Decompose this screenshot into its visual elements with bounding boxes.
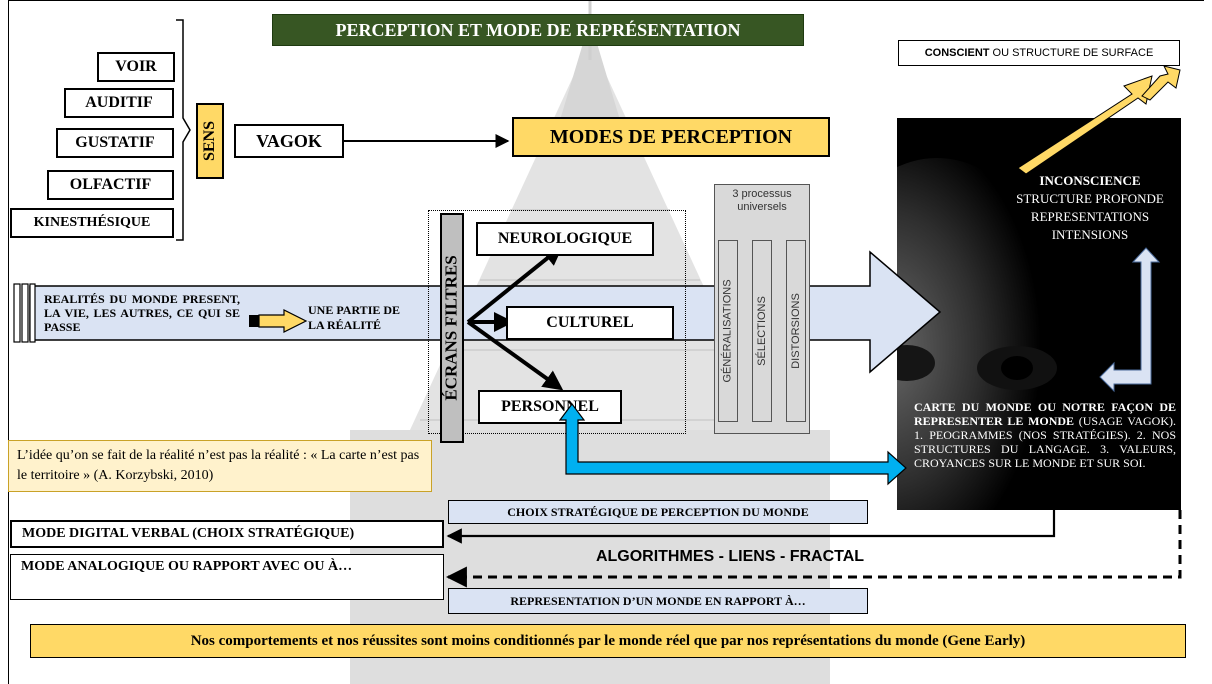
mode-analogique-box: MODE ANALOGIQUE OU RAPPORT AVEC OU À… bbox=[10, 554, 444, 600]
partie-realite-text: UNE PARTIE DE LA RÉALITÉ bbox=[308, 303, 401, 332]
carte-rest: (USAGE VAGOK). 1. PEOGRAMMES (NOS STRATÉ… bbox=[914, 414, 1176, 470]
modes-perception-box: MODES DE PERCEPTION bbox=[512, 117, 830, 157]
filter-arrows bbox=[466, 245, 564, 391]
page-title: PERCEPTION ET MODE DE REPRÉSENTATION bbox=[272, 14, 804, 46]
choix-strategique-box: CHOIX STRATÉGIQUE DE PERCEPTION DU MONDE bbox=[448, 500, 868, 524]
partie-arrow bbox=[249, 309, 308, 333]
sense-gustatif: GUSTATIF bbox=[56, 128, 174, 158]
inconscience-text: INCONSCIENCE STRUCTURE PROFONDE REPRESEN… bbox=[1000, 172, 1180, 244]
inconscience-line-2: REPRESENTATIONS bbox=[1030, 209, 1150, 224]
algorithmes-text: ALGORITHMES - LIENS - FRACTAL bbox=[595, 548, 865, 565]
sense-olfactif: OLFACTIF bbox=[47, 170, 174, 200]
slide-frame bbox=[8, 0, 1204, 684]
mode-digital-box: MODE DIGITAL VERBAL (CHOIX STRATÉGIQUE) bbox=[10, 520, 444, 548]
quote-box: L’idée qu’on se fait de la réalité n’est… bbox=[8, 440, 432, 492]
bottom-quote-banner: Nos comportements et nos réussites sont … bbox=[30, 624, 1186, 658]
inconscience-image-panel bbox=[897, 118, 1181, 510]
filter-neurologique: NEUROLOGIQUE bbox=[476, 222, 654, 256]
sense-kinesthesique: KINESTHÉSIQUE bbox=[10, 208, 174, 238]
carte-du-monde-text: CARTE DU MONDE OU NOTRE FAÇON DE REPRESE… bbox=[914, 400, 1176, 470]
ecrans-filtres-box: ÉCRANS FILTRES bbox=[440, 213, 464, 443]
filter-culturel: CULTUREL bbox=[506, 306, 674, 340]
sens-label-box: SENS bbox=[196, 103, 224, 179]
representation-box: REPRESENTATION D’UN MONDE EN RAPPORT À… bbox=[448, 588, 868, 614]
conscient-rest: OU STRUCTURE DE SURFACE bbox=[989, 47, 1154, 59]
processus-title: 3 processus universels bbox=[732, 188, 792, 213]
processus-selections-box: SÉLECTIONS bbox=[752, 240, 772, 422]
processus-distorsions-box: DISTORSIONS bbox=[786, 240, 806, 422]
senses-brace bbox=[176, 19, 191, 241]
carte-bold: CARTE DU MONDE OU NOTRE FAÇON DE REPRESE… bbox=[914, 400, 1176, 428]
processus-generalisations-box: GÉNÉRALISATIONS bbox=[718, 240, 738, 422]
inconscience-line-3: INTENSIONS bbox=[1051, 227, 1129, 242]
conscient-bold: CONSCIENT bbox=[924, 47, 990, 59]
inconscience-title: INCONSCIENCE bbox=[1039, 173, 1141, 188]
filters-dotted-region bbox=[428, 210, 686, 434]
vagok-box: VAGOK bbox=[234, 124, 344, 158]
reality-arrow-band bbox=[13, 250, 942, 374]
sense-voir: VOIR bbox=[97, 52, 175, 82]
inconscience-line-1: STRUCTURE PROFONDE bbox=[1016, 191, 1164, 206]
processus-panel bbox=[714, 184, 810, 434]
sense-auditif: AUDITIF bbox=[64, 88, 174, 118]
realites-text: REALITÉS DU MONDE PRESENT, LA VIE, LES A… bbox=[44, 292, 240, 334]
child-face-image bbox=[897, 158, 1067, 510]
conscient-box: CONSCIENT OU STRUCTURE DE SURFACE bbox=[898, 40, 1180, 66]
